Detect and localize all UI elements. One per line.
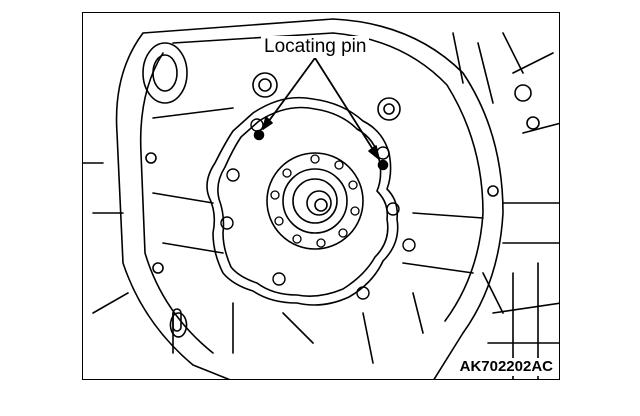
- cover-bolt: [386, 202, 400, 216]
- bolt-hole: [145, 152, 157, 164]
- boss-upper-left-inner: [152, 54, 178, 92]
- bell-housing-outline: [115, 18, 504, 379]
- bolt-hole: [377, 97, 401, 121]
- hub-hole: [316, 238, 326, 248]
- hub-hole: [282, 168, 292, 178]
- right-ribs: [452, 32, 559, 379]
- web-lines: [152, 107, 484, 274]
- cover-bolt: [226, 168, 240, 182]
- cover-bolt: [220, 216, 234, 230]
- bell-housing-inner: [139, 32, 484, 354]
- rear-cover-gasket: [206, 96, 399, 306]
- bolt-hole: [252, 72, 278, 98]
- hub-bore-inner: [314, 198, 328, 212]
- hub-hole: [310, 154, 320, 164]
- locating-pin-label: Locating pin: [261, 36, 370, 58]
- bolt-hole: [514, 84, 532, 102]
- slot: [172, 308, 182, 332]
- arrowhead-right: [368, 145, 380, 160]
- hub-hole: [334, 160, 344, 170]
- locating-pin-left: [253, 129, 265, 141]
- cover-bolt: [250, 118, 264, 132]
- boss-upper-left: [142, 42, 188, 104]
- right-ribs: [487, 302, 559, 344]
- cover-bolt: [356, 286, 370, 300]
- hub-bore: [306, 190, 332, 216]
- bolt-hole: [383, 103, 395, 115]
- leader-line-left: [262, 57, 316, 130]
- bolt-hole: [526, 116, 540, 130]
- hub-hole: [270, 190, 280, 200]
- hub-hole: [274, 216, 284, 226]
- diagram-frame: Locating pin AK702202AC: [82, 12, 560, 380]
- engine-block-drawing: [83, 18, 559, 379]
- figure-code: AK702202AC: [457, 358, 555, 376]
- bolt-hole: [258, 78, 272, 92]
- bolt-hole: [487, 185, 499, 197]
- hub-ring: [282, 168, 348, 234]
- arrowhead-left: [262, 116, 273, 130]
- lower-bosses: [169, 312, 188, 338]
- locating-pin-right: [377, 159, 389, 171]
- cover-bolt: [272, 272, 286, 286]
- hub-hole: [338, 228, 348, 238]
- hub-hole: [350, 206, 360, 216]
- hub-outer: [266, 152, 364, 250]
- hub-holes: [270, 154, 360, 248]
- leader-line-right: [314, 57, 380, 160]
- hub-hole: [292, 234, 302, 244]
- hub-inner: [292, 178, 338, 224]
- hub-hole: [348, 180, 358, 190]
- cover-bolt: [402, 238, 416, 252]
- rear-cover-gasket-inner: [217, 106, 389, 297]
- bolt-hole: [152, 262, 164, 274]
